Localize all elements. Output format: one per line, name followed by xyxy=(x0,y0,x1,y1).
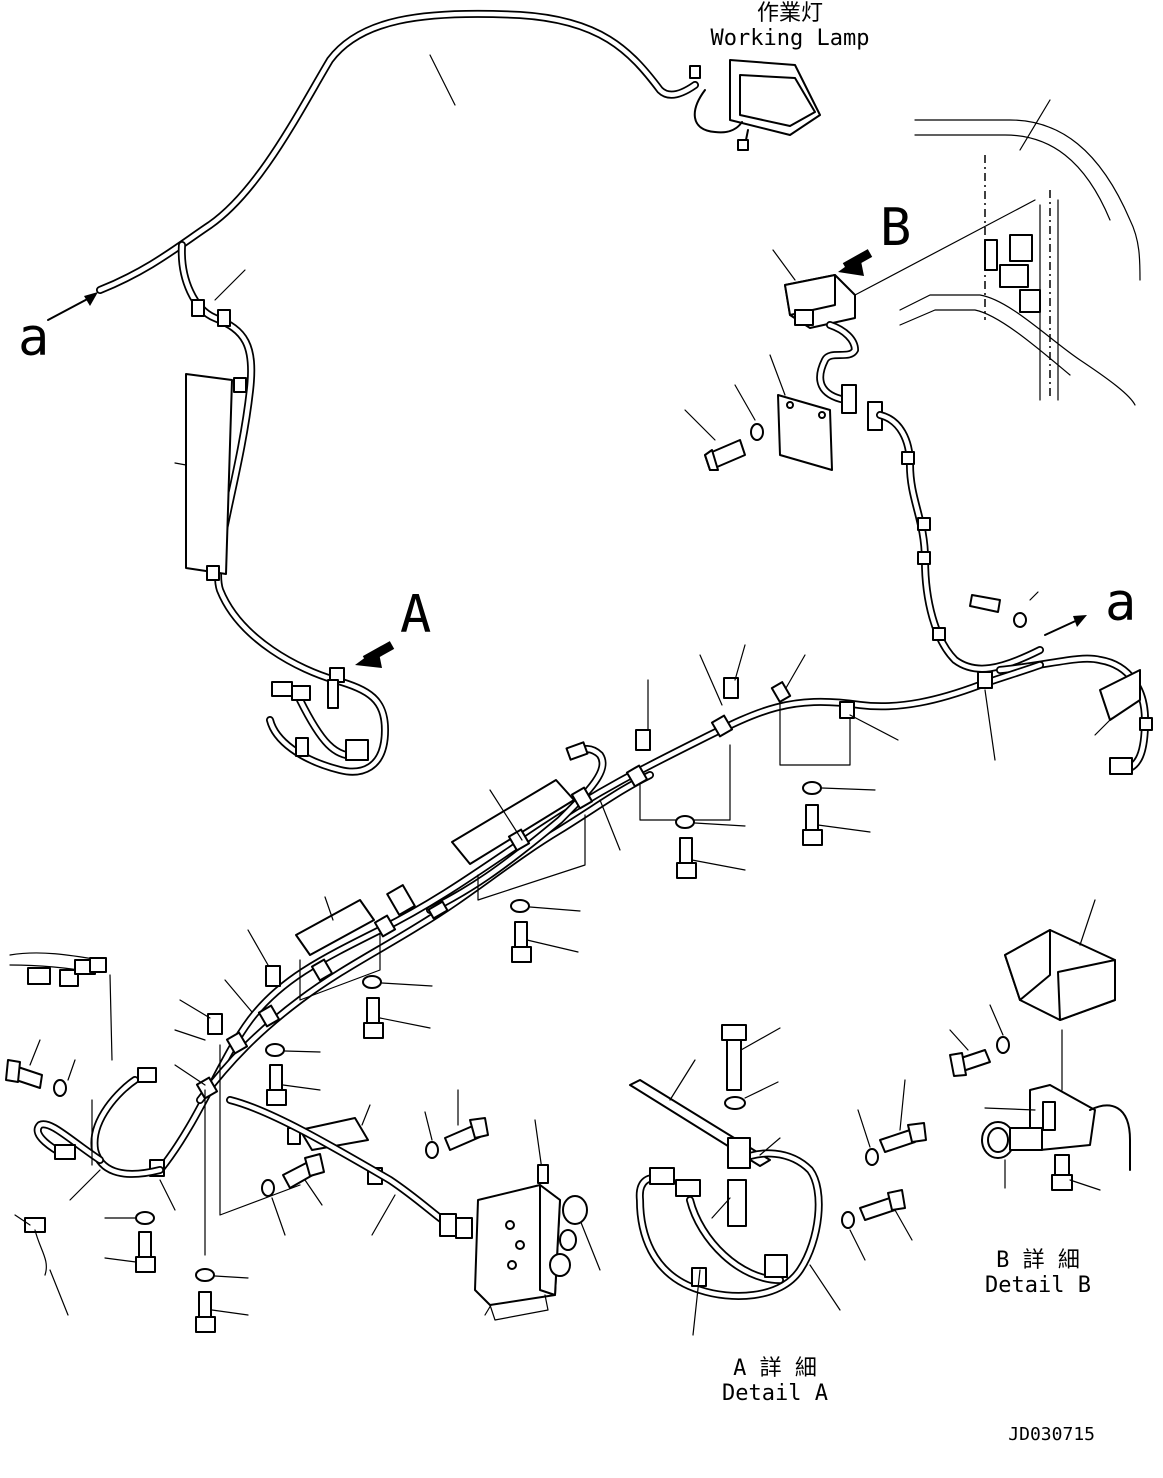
working-lamp-label-jp: 作業灯 xyxy=(757,1,823,26)
lower-left-connector xyxy=(14,1214,69,1316)
drawing-code: JD030715 xyxy=(1008,1424,1095,1445)
main-harness xyxy=(9,661,1044,1239)
working-lamp-label-en: Working Lamp xyxy=(711,26,870,51)
detail-a: A 詳 細 Detail A xyxy=(629,1024,927,1406)
working-lamp: 作業灯 Working Lamp xyxy=(689,1,870,151)
cab-frame xyxy=(899,99,1141,406)
right-harness: a xyxy=(969,573,1153,775)
detail-b-label-jp: B 詳 細 xyxy=(996,1248,1080,1273)
view-b-label: B xyxy=(880,198,911,258)
arrow-a-right-label: a xyxy=(1105,573,1136,633)
bolts-and-washers xyxy=(5,781,876,1333)
detail-b-label-en: Detail B xyxy=(985,1273,1091,1298)
detail-a-label-en: Detail A xyxy=(722,1381,828,1406)
switch-b: B xyxy=(772,198,1036,329)
valve-block xyxy=(474,1164,588,1321)
arrow-a-left-label: a xyxy=(18,308,49,368)
working-lamp-harness xyxy=(96,9,699,776)
detail-a-label-jp: A 詳 細 xyxy=(733,1356,817,1381)
protective-sleeve xyxy=(185,373,233,575)
b-side-harness xyxy=(684,321,1044,673)
leader-lines xyxy=(69,644,996,1316)
arrow-a-left: a xyxy=(18,292,98,368)
view-a-label: A xyxy=(400,585,431,645)
view-arrow-a: A xyxy=(355,585,431,668)
detail-b: B 詳 細 Detail B xyxy=(949,899,1131,1298)
